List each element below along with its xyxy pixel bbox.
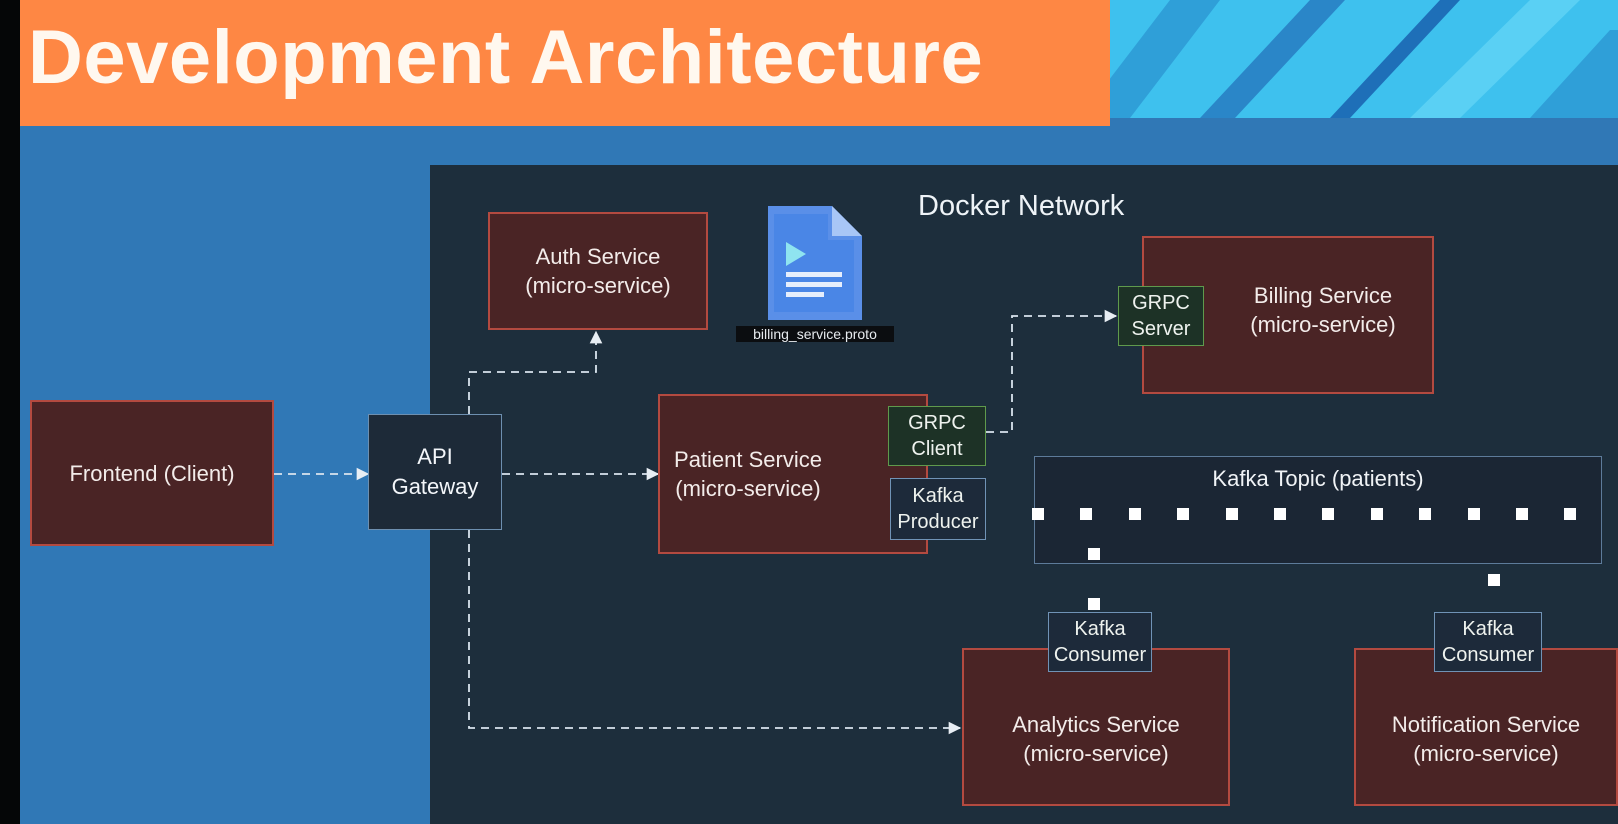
notification-kafka-consumer-tag: Kafka Consumer — [1434, 612, 1542, 672]
kafka-producer-tag: Kafka Producer — [890, 478, 986, 540]
frontend-label: Frontend (Client) — [69, 460, 235, 486]
notification-service-subtitle: (micro-service) — [1413, 741, 1559, 766]
analytics-service-title: Analytics Service — [1012, 712, 1180, 737]
kafka-producer-line2: Producer — [897, 511, 979, 533]
auth-service-subtitle: (micro-service) — [525, 273, 671, 298]
grpc-client-line1: GRPC — [908, 412, 966, 434]
docker-network-label: Docker Network — [918, 190, 1125, 222]
queue-message-marker — [1516, 508, 1528, 520]
gateway-to-auth-arrow — [468, 330, 603, 414]
grpc-server-tag: GRPC Server — [1118, 286, 1204, 346]
patient-service-box: Patient Service (micro-service) — [658, 394, 928, 554]
queue-message-marker — [1177, 508, 1189, 520]
frontend-client-box: Frontend (Client) — [30, 400, 274, 546]
queue-message-marker — [1080, 508, 1092, 520]
analytics-service-subtitle: (micro-service) — [1023, 741, 1169, 766]
queue-message-marker — [1129, 508, 1141, 520]
decorative-stripes — [1110, 0, 1618, 118]
queue-message-marker — [1468, 508, 1480, 520]
queue-message-marker — [1371, 508, 1383, 520]
kafka-producer-line1: Kafka — [912, 485, 964, 507]
queue-message-marker — [1274, 508, 1286, 520]
notification-consumer-line1: Kafka — [1462, 618, 1514, 640]
kafka-topic-box — [1034, 456, 1602, 564]
proto-file — [766, 204, 864, 322]
api-gateway-box: API Gateway — [368, 414, 502, 530]
analytics-consumer-line2: Consumer — [1053, 644, 1147, 666]
grpc-client-to-server-arrow — [986, 309, 1118, 433]
grpc-server-line2: Server — [1131, 318, 1191, 340]
analytics-service-box: Analytics Service (micro-service) — [962, 648, 1230, 806]
decorative-banner — [1110, 0, 1618, 118]
title-band — [20, 0, 1110, 126]
queue-link-marker — [1088, 548, 1100, 560]
queue-link-marker — [1088, 598, 1100, 610]
grpc-client-line2: Client — [911, 438, 963, 460]
patient-service-title: Patient Service — [674, 447, 822, 472]
queue-link-marker — [1488, 574, 1500, 586]
queue-message-marker — [1322, 508, 1334, 520]
grpc-server-line1: GRPC — [1132, 292, 1190, 314]
billing-service-subtitle: (micro-service) — [1250, 312, 1396, 337]
kafka-topic-label: Kafka Topic (patients) — [1212, 466, 1424, 491]
gateway-label-line1: API — [417, 444, 453, 469]
queue-message-marker — [1419, 508, 1431, 520]
page-title: Development Architecture — [28, 15, 984, 100]
gateway-to-analytics-arrow — [468, 530, 962, 735]
analytics-consumer-line1: Kafka — [1074, 618, 1126, 640]
grpc-client-tag: GRPC Client — [888, 406, 986, 466]
queue-message-marker — [1226, 508, 1238, 520]
left-edge — [0, 0, 20, 824]
notification-service-box: Notification Service (micro-service) — [1354, 648, 1618, 806]
document-play-icon — [768, 206, 862, 320]
patient-service-subtitle: (micro-service) — [675, 476, 821, 501]
gateway-label-line2: Gateway — [391, 474, 479, 499]
queue-message-marker — [1032, 508, 1044, 520]
proto-file-label: billing_service.proto — [736, 326, 894, 342]
billing-service-title: Billing Service — [1253, 283, 1393, 308]
auth-service-box: Auth Service (micro-service) — [488, 212, 708, 330]
notification-consumer-line2: Consumer — [1441, 644, 1535, 666]
analytics-kafka-consumer-tag: Kafka Consumer — [1048, 612, 1152, 672]
auth-service-title: Auth Service — [535, 244, 661, 269]
notification-service-title: Notification Service — [1391, 712, 1581, 737]
queue-message-marker — [1564, 508, 1576, 520]
